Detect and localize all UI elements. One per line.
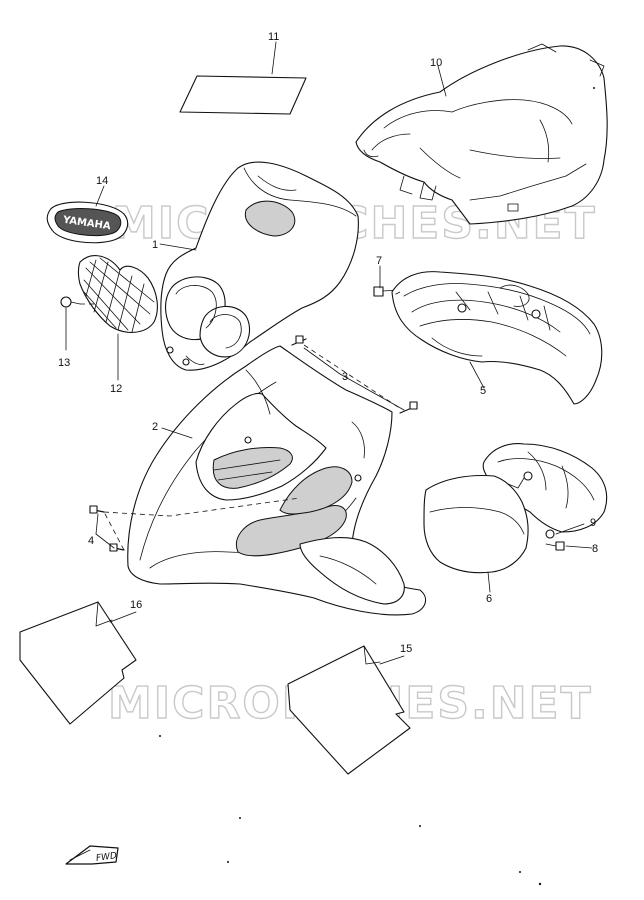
callout-16: 16: [130, 599, 142, 611]
callout-4: 4: [88, 535, 94, 547]
callout-15: 15: [400, 643, 412, 655]
leader-lines: [65, 41, 593, 665]
callout-13: 13: [58, 357, 70, 369]
callout-8: 8: [592, 543, 598, 555]
callout-9: 9: [590, 517, 596, 529]
callout-14: 14: [96, 175, 108, 187]
fwd-label: FWD: [95, 851, 117, 864]
callout-7: 7: [376, 255, 382, 267]
part-8-screw: [545, 541, 565, 551]
part-2-front-shield: [127, 345, 427, 616]
callout-2: 2: [152, 421, 158, 433]
assembly-lines: [80, 291, 401, 551]
part-12-grille: [77, 255, 190, 366]
part-5-inner-panel: [391, 271, 603, 405]
fwd-arrow: FWD: [65, 845, 119, 865]
part-9-washer: [545, 529, 555, 539]
part-10-upper-cover: [355, 43, 608, 225]
callout-12: 12: [110, 383, 122, 395]
callouts: 1 2 3 4 5 6 7 8 9 10 11 12 13 14 15 16: [58, 31, 598, 655]
callout-6: 6: [486, 593, 492, 605]
callout-5: 5: [480, 385, 486, 397]
callout-10: 10: [430, 57, 442, 69]
part-14-yamaha-badge: YAMAHA: [46, 201, 129, 244]
part-16-sheet: [19, 601, 137, 725]
part-6-lower-cover: [423, 443, 608, 574]
part-3-screw-b: [399, 401, 418, 414]
part-13-clip: [60, 296, 81, 308]
part-1-headlight-cover: [160, 161, 359, 371]
part-4-screw-b: [109, 543, 125, 552]
part-15-sheet: [287, 645, 411, 775]
callout-3: 3: [342, 371, 348, 383]
callout-1: 1: [152, 239, 158, 251]
scan-specks: [159, 87, 595, 886]
part-11-label-sheet: [179, 75, 307, 115]
part-3-screw-a: [291, 335, 307, 346]
callout-11: 11: [268, 31, 279, 43]
part-4-screw-a: [89, 505, 105, 514]
